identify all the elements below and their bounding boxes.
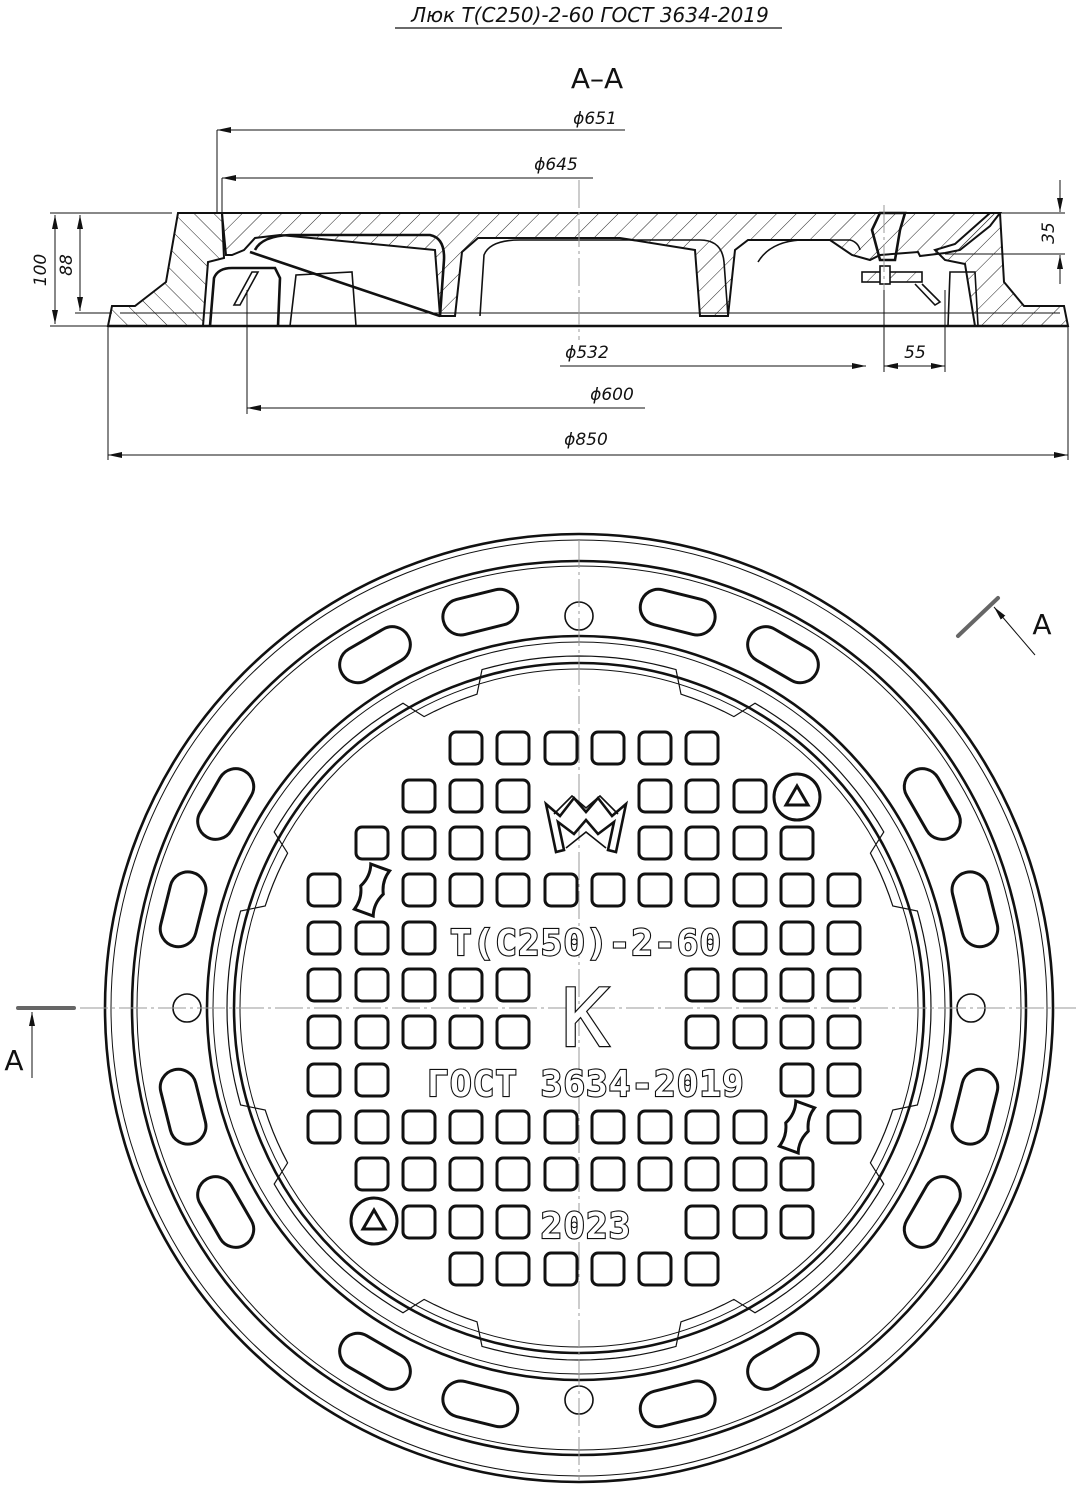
marking-standard: ГОСТ 3634-2019 (427, 1064, 744, 1105)
plan-view: Т(С250)-2-60 К ГОСТ 3634-2019 2023 А (4, 532, 1076, 1484)
triangle-mark-icon (349, 1196, 399, 1246)
triangle-mark-icon (772, 772, 822, 822)
dimension-d651: ϕ651 (216, 109, 625, 212)
section-label: А–А (571, 62, 623, 95)
dimension-h100: 100 (31, 212, 172, 327)
cover-grid-pattern (306, 730, 862, 1287)
svg-text:А: А (4, 1044, 23, 1077)
dimension-d532: ϕ532 (560, 343, 866, 369)
svg-text:35: 35 (1039, 222, 1059, 244)
lifting-slot-icon (776, 1098, 818, 1156)
frame-slots (158, 587, 1000, 1429)
cover-section (106, 180, 1070, 340)
dimension-d600: ϕ600 (246, 290, 645, 414)
svg-text:ϕ532: ϕ532 (565, 343, 609, 363)
section-marker-left: А (4, 1006, 76, 1078)
lifting-slot-icon (351, 861, 393, 919)
svg-text:ϕ645: ϕ645 (534, 155, 578, 175)
manufacturer-logo-icon (543, 794, 629, 854)
svg-text:55: 55 (904, 343, 926, 363)
dimension-d850: ϕ850 (107, 326, 1069, 460)
section-view: А–А ϕ651 ϕ645 100 88 (31, 62, 1070, 460)
drawing-title: Люк Т(С250)-2-60 ГОСТ 3634-2019 (395, 3, 782, 29)
marking-type: Т(С250)-2-60 (450, 923, 722, 964)
marking-year: 2023 (541, 1206, 632, 1247)
svg-text:ϕ600: ϕ600 (590, 385, 634, 405)
svg-text:100: 100 (31, 254, 51, 286)
dimension-h88: 88 (57, 215, 112, 314)
dimension-d645: ϕ645 (221, 155, 593, 215)
dimension-w55: 55 (883, 290, 946, 372)
svg-text:ϕ850: ϕ850 (564, 430, 608, 450)
svg-text:ϕ651: ϕ651 (573, 109, 617, 129)
section-marker-top-right: А (956, 596, 1052, 656)
svg-text:А: А (1032, 608, 1051, 641)
marking-letter: К (561, 972, 610, 1065)
svg-text:88: 88 (57, 254, 77, 276)
title-text: Люк Т(С250)-2-60 ГОСТ 3634-2019 (410, 3, 769, 27)
